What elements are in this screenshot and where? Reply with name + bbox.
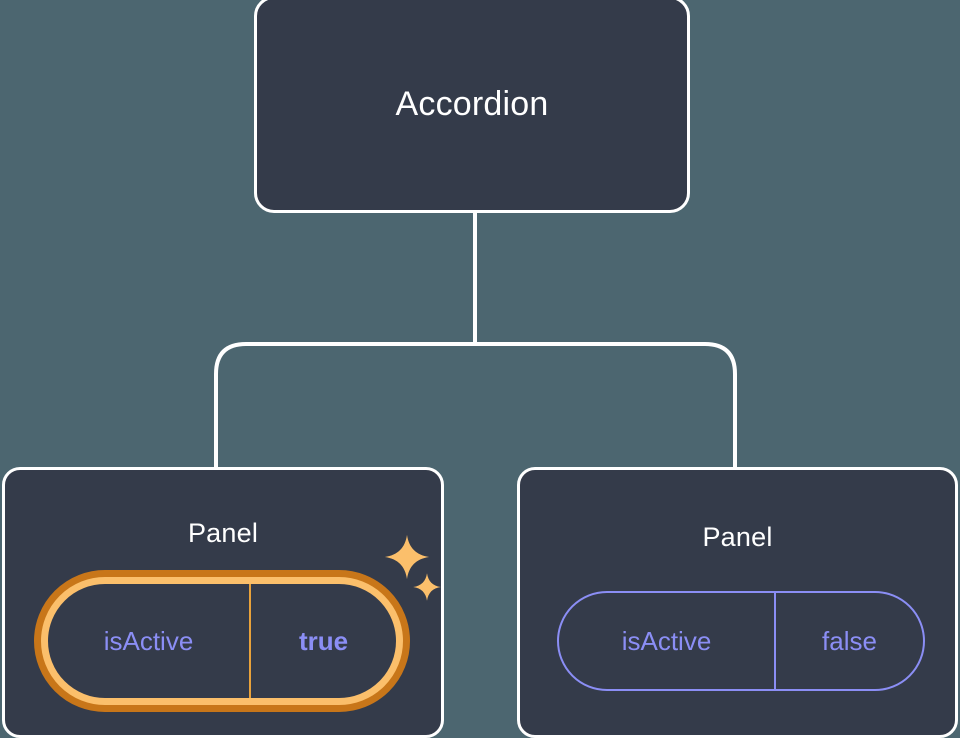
- node-panel-inactive-title: Panel: [702, 522, 773, 552]
- node-panel-active-title: Panel: [187, 518, 259, 548]
- prop-key-isactive: isActive: [48, 584, 251, 698]
- prop-value-true: true: [298, 626, 349, 656]
- prop-pill-isactive-false[interactable]: isActive false: [557, 591, 925, 691]
- prop-key-isactive: isActive: [559, 593, 776, 689]
- connector-to-panel-right: [475, 342, 737, 472]
- prop-value-false: false: [822, 626, 877, 656]
- node-accordion[interactable]: Accordion: [254, 0, 690, 213]
- prop-pill-isactive-true[interactable]: isActive true: [34, 570, 410, 712]
- connector-to-panel-left: [214, 342, 475, 472]
- node-accordion-title: Accordion: [395, 85, 549, 123]
- prop-pill-inner-ring: isActive true: [41, 577, 403, 705]
